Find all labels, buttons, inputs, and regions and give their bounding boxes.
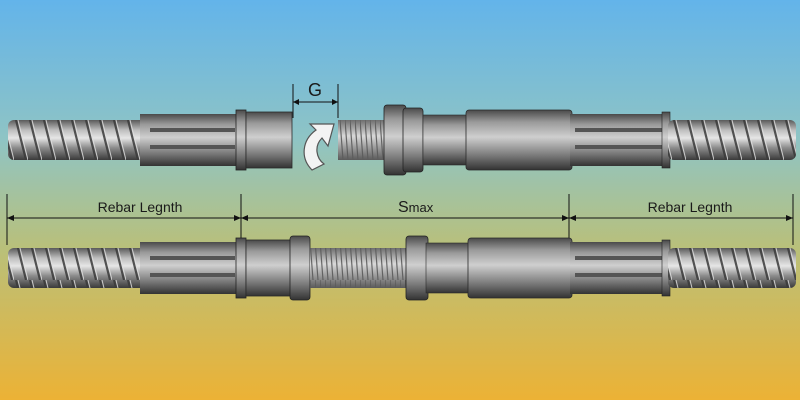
bottom-lock-nut-1	[289, 235, 311, 301]
top-right-sleeve	[422, 109, 573, 171]
s-max-sub: max	[409, 200, 434, 215]
bottom-right-rebar	[668, 248, 796, 288]
top-lock-nut-2	[402, 107, 424, 173]
bottom-assembly	[8, 235, 796, 301]
gap-dimension: G	[292, 80, 339, 118]
top-left-sleeve	[245, 111, 293, 169]
top-thread	[338, 120, 388, 160]
s-max-label: Smax	[398, 199, 434, 216]
s-max-main: S	[398, 199, 409, 216]
top-left-rebar	[8, 120, 148, 160]
bottom-left-sleeve	[245, 239, 295, 297]
top-left-forged-end	[140, 109, 247, 171]
curved-arrow-icon	[303, 123, 335, 171]
top-assembly: G	[8, 80, 796, 176]
rebar-length-left-label: Rebar Legnth	[98, 199, 183, 215]
bottom-thread	[310, 248, 408, 288]
bottom-left-forged-end	[140, 237, 247, 299]
bottom-lock-nut-2	[405, 235, 429, 301]
bottom-right-forged-end	[570, 239, 671, 297]
bottom-left-rebar	[8, 248, 148, 288]
bottom-right-sleeve	[425, 237, 573, 299]
gap-label: G	[308, 80, 322, 100]
top-right-forged-end	[570, 111, 671, 169]
length-dimensions: Rebar Legnth Rebar Legnth Smax	[6, 194, 794, 245]
top-right-rebar	[668, 120, 796, 160]
rebar-length-right-label: Rebar Legnth	[648, 199, 733, 215]
